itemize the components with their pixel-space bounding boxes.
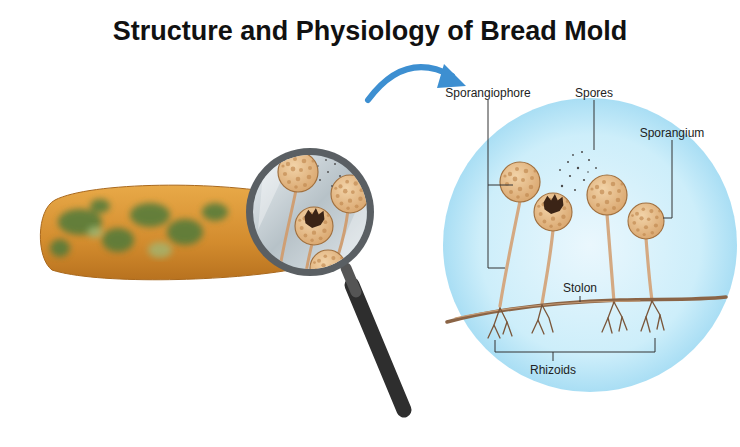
part-label: Sporangium <box>640 126 705 140</box>
magnifying-glass <box>246 140 404 410</box>
part-label: Spores <box>575 86 613 100</box>
part-label: Stolon <box>563 281 597 295</box>
enlarged-view <box>443 98 737 392</box>
part-label: Sporangiophore <box>445 86 530 100</box>
part-label: Rhizoids <box>530 363 576 377</box>
diagram-title: Structure and Physiology of Bread Mold <box>0 16 740 47</box>
